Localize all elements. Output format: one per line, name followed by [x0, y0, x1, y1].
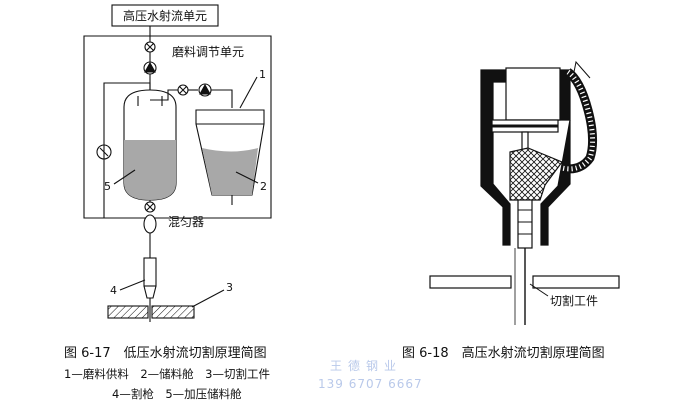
high-pressure-unit-label: 高压水射流单元	[123, 8, 207, 23]
caption-figure-6-17: 图 6-17 低压水射流切割原理简图	[64, 345, 267, 361]
workpiece-plate-right	[532, 275, 620, 289]
pump-icon	[198, 83, 212, 97]
mixer	[143, 214, 157, 234]
part-number-2: 2	[260, 180, 267, 193]
pressure-gauge-icon	[96, 144, 112, 160]
valve-icon	[144, 201, 156, 213]
tank-fill	[124, 140, 176, 200]
mixer-label: 混匀器	[168, 215, 204, 229]
abrasive-unit-label: 磨料调节单元	[172, 45, 244, 59]
hopper-fill	[202, 148, 258, 195]
frame-lines	[83, 35, 272, 219]
pump-icon	[143, 61, 157, 75]
legend-line-2: 4—割枪 5—加压储料舱	[112, 387, 242, 401]
caption-figure-6-18: 图 6-18 高压水射流切割原理简图	[402, 345, 605, 361]
valve-icon	[144, 41, 156, 53]
watermark-company: 王德钢业	[330, 358, 402, 373]
high-pressure-unit-box	[111, 4, 219, 27]
focusing-tube	[517, 199, 533, 249]
cutting-gun	[143, 257, 157, 287]
part-number-3: 3	[226, 281, 233, 294]
part-number-5: 5	[104, 180, 111, 193]
workpiece-right	[151, 305, 195, 319]
legend-line-1: 1—磨料供料 2—储料舱 3—切割工件	[64, 367, 270, 381]
workpiece-label: 切割工件	[550, 293, 598, 308]
workpiece-left	[107, 305, 149, 319]
valve-icon	[177, 84, 189, 96]
figure-6-17	[83, 4, 272, 322]
mixing-chamber	[509, 147, 563, 201]
part-number-4: 4	[110, 284, 117, 297]
workpiece-plate-left	[429, 275, 512, 289]
part-number-1: 1	[259, 68, 266, 81]
watermark-phone: 139 6707 6667	[318, 377, 423, 391]
high-pressure-chamber	[505, 67, 561, 121]
figure-6-18	[429, 60, 620, 325]
